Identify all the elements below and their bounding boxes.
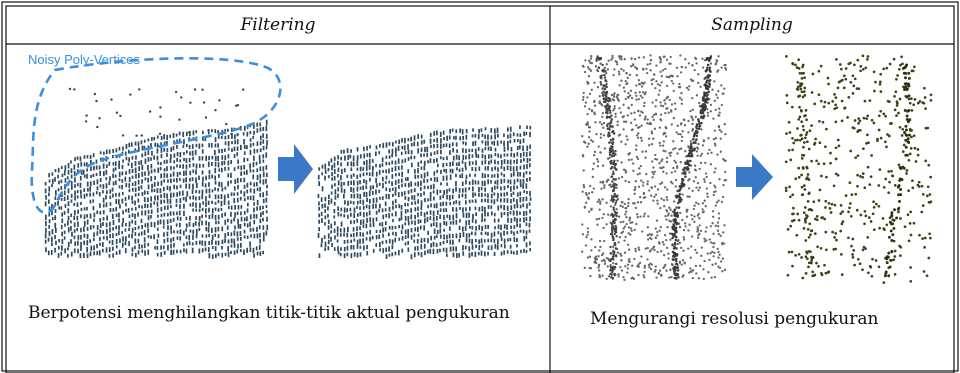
filtering-caption: Berpotensi menghilangkan titik-titik akt…: [28, 303, 510, 323]
inner-border: [5, 5, 955, 373]
sampled-point-cloud: [784, 54, 933, 284]
noisy-vertices-label: Noisy Poly-Vertices: [28, 52, 140, 67]
right-arrow-icon: [278, 144, 313, 194]
right-arrow-icon: [736, 154, 773, 200]
sampling-title: Sampling: [711, 15, 793, 35]
filtering-title: Filtering: [240, 15, 316, 35]
sampling-illustration: [581, 54, 933, 284]
noisy-point-cloud: [44, 119, 269, 259]
noise-points: [68, 87, 245, 137]
noisy-vertices-outline: [30, 57, 282, 214]
dense-point-cloud: [581, 54, 728, 282]
sampling-caption: Mengurangi resolusi pengukuran: [590, 309, 879, 329]
filtered-point-cloud: [317, 125, 532, 260]
filtering-illustration: Noisy Poly-Vertices: [28, 52, 532, 260]
